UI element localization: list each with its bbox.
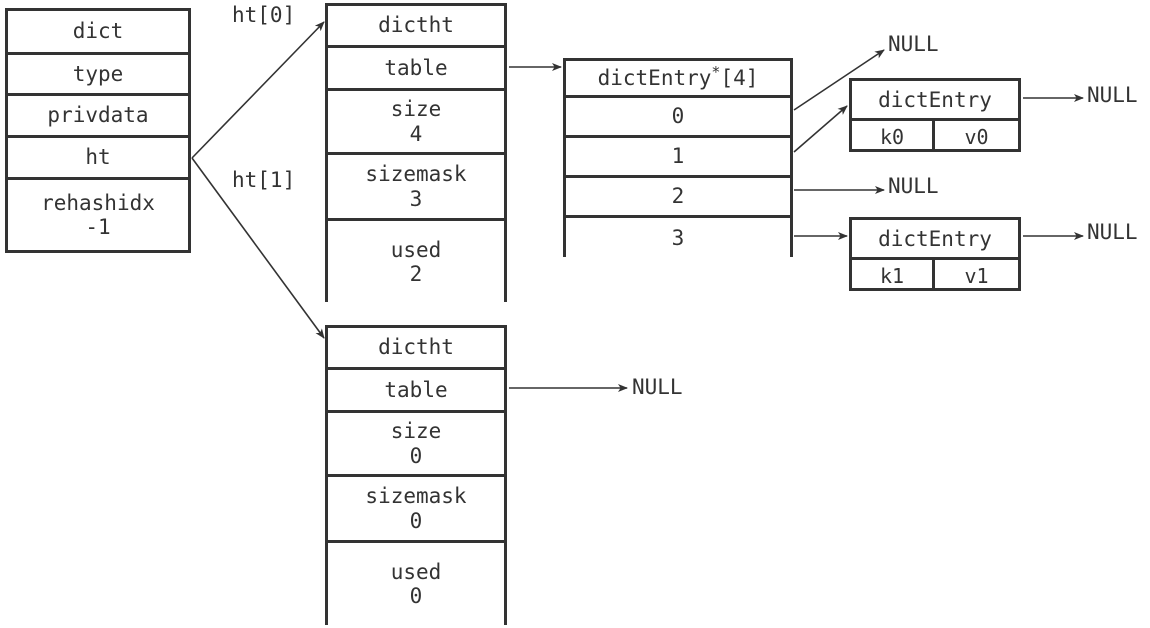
bucket-slot-3: 3 xyxy=(566,218,790,258)
bucket-slot-0: 0 xyxy=(566,98,790,138)
null-label-entry1-next: NULL xyxy=(1087,220,1138,244)
dict-field-rehashidx-value: -1 xyxy=(85,215,111,239)
dictht0-header-row: dictht xyxy=(328,6,504,48)
null-label-dictht1-table: NULL xyxy=(632,375,683,399)
dictht0-used-value: 2 xyxy=(409,262,423,286)
dictentry-array-header-row: dictEntry*[4] xyxy=(566,61,790,98)
dictentry-array-header-label: dictEntry*[4] xyxy=(597,63,759,91)
dictentry-array-box: dictEntry*[4] 0 1 2 3 xyxy=(563,58,793,258)
dict-field-type-label: type xyxy=(72,61,124,86)
dictentry-node-0-kv-row: k0 v0 xyxy=(852,121,1018,152)
dictentry-node-1-value-label: v1 xyxy=(964,263,989,288)
wire-slot1-entry0 xyxy=(793,105,848,153)
dictht1-sizemask-label: sizemask xyxy=(365,484,467,509)
dictht1-field-table: table xyxy=(328,370,504,413)
dict-field-type: type xyxy=(8,55,188,96)
dictht1-header-row: dictht xyxy=(328,328,504,370)
dictentry-node-1-header-label: dictEntry xyxy=(878,226,992,251)
dictentry-node-1-key-cell: k1 xyxy=(852,260,935,291)
dictht0-header-label: dictht xyxy=(378,13,454,38)
bucket-slot-1-label: 1 xyxy=(671,144,685,169)
ht1-pointer-label: ht[1] xyxy=(232,168,296,192)
dictentry-node-1-key-label: k1 xyxy=(879,263,905,288)
bucket-slot-0-label: 0 xyxy=(671,104,685,129)
null-label-entry0-next: NULL xyxy=(1087,83,1138,107)
dictht1-size-value: 0 xyxy=(409,443,423,468)
dictht1-box: dictht table size 0 sizemask 0 used 0 xyxy=(325,325,507,625)
bucket-slot-2-label: 2 xyxy=(671,184,685,209)
dictht0-field-sizemask: sizemask 3 xyxy=(328,155,504,221)
dictentry-node-0-value-label: v0 xyxy=(964,124,989,149)
dictht1-field-size: size 0 xyxy=(328,413,504,477)
dictht1-used-label: used xyxy=(390,559,442,584)
dict-field-ht-label: ht xyxy=(85,145,111,170)
dictentry-node-1-value-cell: v1 xyxy=(935,260,1018,291)
dictentry-node-0-header-row: dictEntry xyxy=(852,81,1018,121)
null-label-slot2: NULL xyxy=(888,174,939,198)
dictht0-table-label: table xyxy=(384,55,448,80)
dictentry-array-header-star: * xyxy=(711,63,721,81)
dictht1-header-label: dictht xyxy=(378,335,454,360)
ht0-pointer-label: ht[0] xyxy=(232,3,296,27)
dictentry-node-1-header-row: dictEntry xyxy=(852,220,1018,260)
dictht1-field-used: used 0 xyxy=(328,543,504,625)
dictht0-field-table: table xyxy=(328,48,504,91)
dict-header-label: dict xyxy=(72,19,124,44)
dictht1-used-value: 0 xyxy=(409,584,423,608)
dictht0-used-label: used xyxy=(390,237,442,262)
dictht1-size-label: size xyxy=(390,419,442,444)
dict-field-ht: ht xyxy=(8,138,188,180)
dictentry-array-header-prefix: dictEntry xyxy=(597,66,712,90)
dictentry-array-header-suffix: [4] xyxy=(720,66,759,90)
dictht0-size-label: size xyxy=(390,97,442,122)
bucket-slot-1: 1 xyxy=(566,138,790,178)
dictentry-node-0-value-cell: v0 xyxy=(935,121,1018,152)
dict-field-privdata-label: privdata xyxy=(47,103,149,128)
dictht0-size-value: 4 xyxy=(409,121,423,146)
wire-ht0 xyxy=(191,21,325,159)
dictht0-box: dictht table size 4 sizemask 3 used 2 xyxy=(325,3,507,303)
dict-struct-box: dict type privdata ht rehashidx -1 xyxy=(5,8,191,253)
dictht1-field-sizemask: sizemask 0 xyxy=(328,477,504,543)
dictentry-node-1: dictEntry k1 v1 xyxy=(849,217,1021,291)
bucket-slot-2: 2 xyxy=(566,178,790,218)
dictht1-table-label: table xyxy=(384,377,448,402)
dictentry-node-1-kv-row: k1 v1 xyxy=(852,260,1018,291)
dictht0-sizemask-label: sizemask xyxy=(365,162,467,187)
dictentry-node-0: dictEntry k0 v0 xyxy=(849,78,1021,152)
dictht0-sizemask-value: 3 xyxy=(409,186,423,211)
dict-field-privdata: privdata xyxy=(8,96,188,138)
null-label-slot0: NULL xyxy=(888,32,939,56)
dictht0-field-used: used 2 xyxy=(328,221,504,303)
dict-field-rehashidx: rehashidx -1 xyxy=(8,180,188,250)
dict-field-rehashidx-label: rehashidx xyxy=(41,190,155,215)
dict-header-row: dict xyxy=(8,11,188,55)
dictht1-sizemask-value: 0 xyxy=(409,508,423,533)
dictht0-field-size: size 4 xyxy=(328,91,504,155)
bucket-slot-3-label: 3 xyxy=(671,225,685,250)
dictentry-node-0-key-cell: k0 xyxy=(852,121,935,152)
dictentry-node-0-header-label: dictEntry xyxy=(878,87,992,112)
dictentry-node-0-key-label: k0 xyxy=(879,124,905,149)
